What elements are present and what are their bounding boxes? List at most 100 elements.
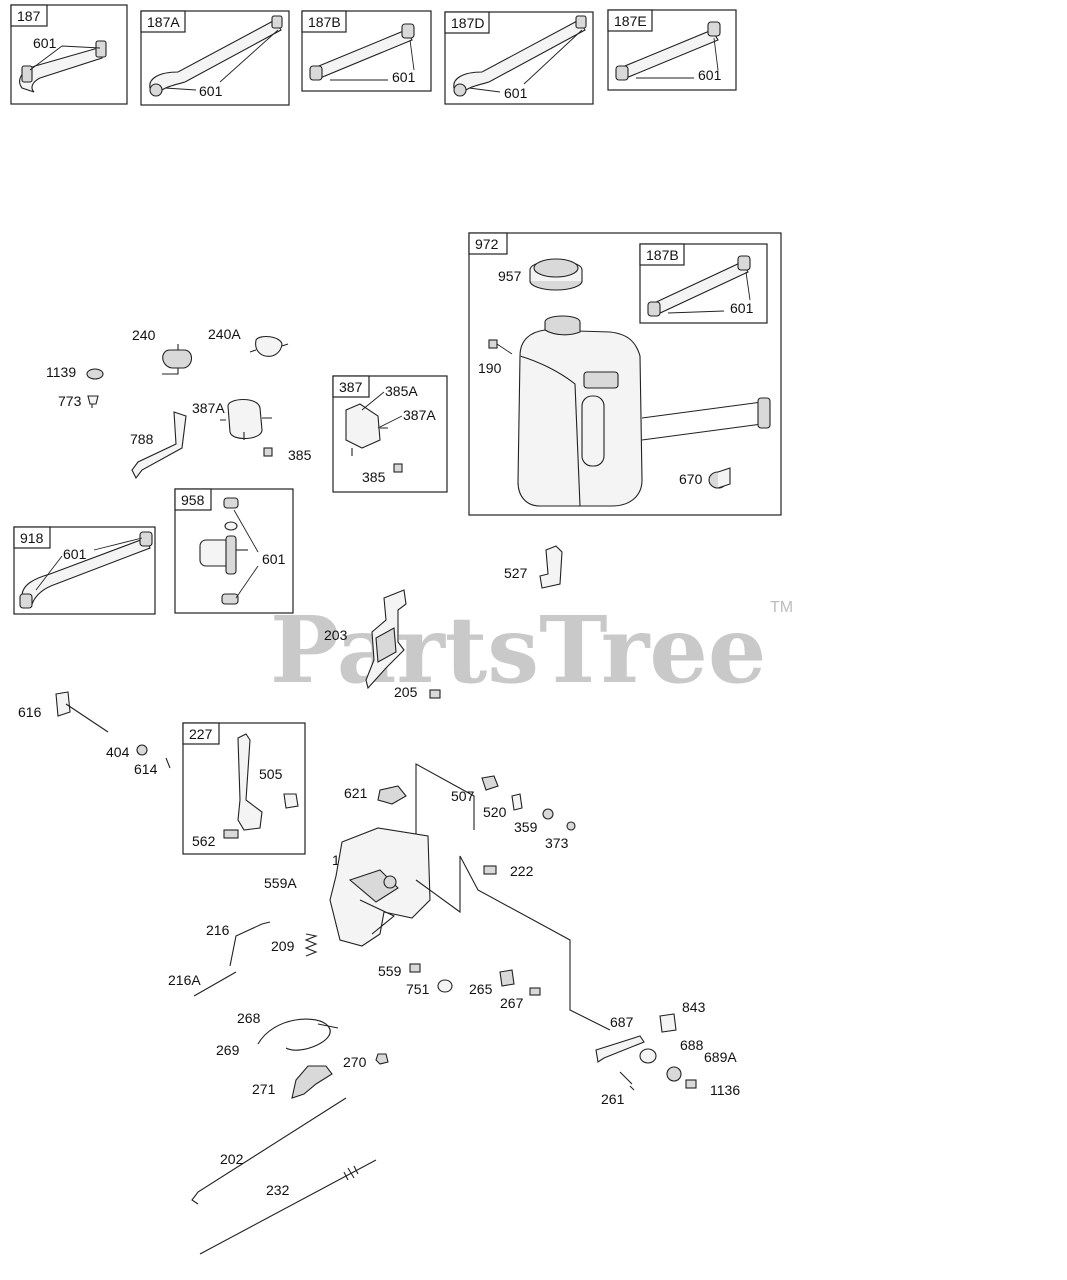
spring-209 [304,933,318,957]
fuel-filter-240 [162,344,193,375]
callout-614: 614 [134,761,158,777]
callout-621: 621 [344,785,368,801]
watermark-brand: PartsTree [270,596,766,704]
callout-689A: 689A [704,1049,737,1065]
callout-267: 267 [500,995,524,1011]
callout-261: 261 [601,1091,625,1107]
callout-216: 216 [206,922,230,938]
fuel-cap-957 [529,258,583,291]
hose-clamp-icon [149,83,163,97]
callout-232: 232 [266,1182,290,1198]
fuel-pump-387 [345,403,381,449]
box-958-callout-601: 601 [262,551,286,567]
screw-559 [409,963,421,973]
callout-373: 373 [545,835,569,851]
fuel-filter-240A [249,335,289,357]
nut-373 [566,821,576,831]
washer-1139 [86,368,104,380]
shaft-616 [55,691,109,733]
hose-clamp-icon [271,15,283,29]
part-689A [666,1066,682,1082]
hose-clamp-icon [95,40,107,58]
screw-385 [263,447,273,457]
box-187B[interactable]: 187B 601 [301,10,432,92]
callout-1136: 1136 [710,1082,740,1098]
hose-clamp-icon [309,65,323,81]
fuel-shutoff-valve [199,535,248,575]
callout-527: 527 [504,565,528,581]
hose-clamp-icon [139,531,153,547]
callout-843: 843 [682,999,706,1015]
box-187A-callout-601: 601 [199,83,223,99]
callout-359: 359 [514,819,538,835]
callout-385-loose: 385 [288,447,312,463]
box-187D[interactable]: 187D 601 [444,11,594,105]
callout-687: 687 [610,1014,634,1030]
bushing-688 [639,1048,657,1064]
callout-773: 773 [58,393,82,409]
nut-505 [283,793,299,809]
box-187E-callout-601: 601 [698,67,722,83]
pin-773 [87,395,99,408]
pin-614 [165,757,171,769]
box-972-187B[interactable]: 187B 601 [639,243,768,324]
box-958[interactable]: 958 601 [174,488,294,614]
screw-385 [393,463,403,473]
box-187E-tag: 187E [614,13,647,29]
callout-788: 788 [130,431,154,447]
box-387-callout-385A: 385A [385,383,418,399]
box-187E[interactable]: 187E 601 [607,9,737,91]
part-507 [481,775,499,791]
hose-clamp-icon [453,83,467,97]
fuel-pump-387A [220,398,272,440]
screw-205 [429,689,441,699]
part-520 [511,793,523,811]
callout-957: 957 [498,268,522,284]
callout-268: 268 [237,1010,261,1026]
hose-clamp-icon [615,65,629,81]
box-972-187B-tag: 187B [646,247,679,263]
box-972[interactable]: 972 187B 601 957 190 [468,232,782,516]
link-216A [193,971,237,997]
callout-670: 670 [679,471,703,487]
box-187A-tag: 187A [147,14,180,30]
watermark-trademark: TM [770,599,793,616]
hose-clamp-icon [401,23,415,39]
washer-751 [437,979,453,993]
callout-559: 559 [378,963,402,979]
callout-216A: 216A [168,972,201,988]
nut-270 [375,1053,389,1065]
box-387[interactable]: 387 385A 387A 385 [332,375,448,493]
lever-271 [291,1065,333,1099]
clip-265 [499,969,515,987]
rod-202 [191,1097,347,1205]
box-918[interactable]: 918 601 [13,526,156,615]
box-187-callout-601: 601 [33,35,57,51]
callout-1139: 1139 [46,364,76,380]
callout-203: 203 [324,627,348,643]
hose-clamp-icon [223,497,239,509]
choke-lever-687 [595,1035,645,1063]
hose-clamp-icon [21,65,33,83]
callout-751: 751 [406,981,430,997]
fuel-line-918 [21,537,151,605]
link-216 [229,921,271,967]
box-227-tag: 227 [189,726,213,742]
fuel-line-187B [309,23,415,81]
box-227-callout-505: 505 [259,766,283,782]
box-187-tag: 187 [17,8,41,24]
part-843 [659,1013,677,1033]
box-227[interactable]: 227 505 562 [182,722,306,855]
fuel-line-187E [615,21,721,81]
screw-562 [223,829,239,839]
box-187D-tag: 187D [451,15,484,31]
spring-rod-232 [199,1159,377,1255]
box-187[interactable]: 187 601 [10,4,128,105]
callout-222: 559A [264,875,297,891]
callout-240: 240 [132,327,156,343]
callout-404: 404 [106,744,130,760]
box-187A[interactable]: 187A 601 [140,10,290,106]
hose-clamp-icon [737,255,751,271]
screw-267 [529,987,541,996]
